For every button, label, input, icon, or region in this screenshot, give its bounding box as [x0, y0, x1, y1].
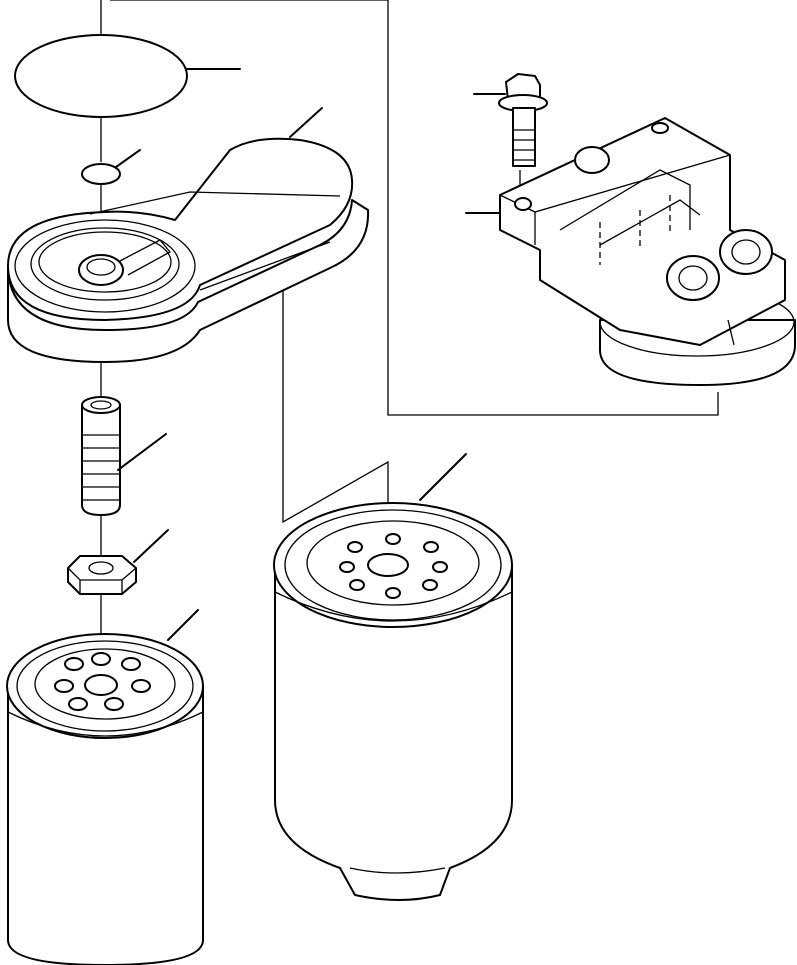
bracket-port-right [719, 229, 773, 275]
port-ring-middle [30, 227, 180, 301]
bolt-shank [512, 107, 536, 167]
nipple-threads [82, 434, 120, 501]
large-filter-plate [306, 520, 480, 606]
bracket-port-right-bore [731, 239, 761, 265]
large-filter-hole [385, 587, 401, 599]
small-filter-hole [104, 697, 124, 711]
threaded-nipple [81, 396, 167, 516]
small-filter-center-hole [84, 674, 118, 696]
small-filter-hole [91, 652, 111, 666]
large-filter-leader-line [419, 453, 467, 501]
small-filter-leader-line [167, 609, 199, 641]
nut-body [67, 555, 137, 595]
small-filter [6, 609, 204, 965]
filter-head-adapter [7, 107, 370, 363]
bolt-threads [514, 129, 534, 161]
bracket-rib-2 [599, 199, 701, 246]
nut-bore [88, 561, 114, 575]
large-filter-hole [422, 579, 438, 591]
filter-head-base [7, 199, 370, 363]
o-ring-leader-line [115, 149, 141, 168]
small-filter-hole [64, 657, 84, 671]
bracket-hidden-lines [599, 195, 671, 265]
large-filter-can [274, 564, 513, 901]
small-filter-hole [121, 657, 141, 671]
head-leader-line [289, 107, 323, 138]
center-bore [86, 258, 116, 276]
large-filter-hole [423, 541, 439, 553]
large-filter-rim [284, 509, 502, 621]
small-filter-hole [131, 679, 151, 693]
nipple-bore [90, 400, 112, 410]
bracket-port-left [666, 255, 720, 301]
o-ring [81, 149, 141, 185]
bracket-bolt-hole [514, 197, 532, 211]
head-top-edge [89, 191, 341, 215]
small-filter-rim [16, 640, 194, 732]
large-filter-hole [385, 533, 401, 545]
small-filter-hole [68, 697, 88, 711]
mounting-bolt [473, 73, 548, 167]
nipple-leader-line [117, 433, 167, 471]
large-filter-center-hole [367, 553, 409, 577]
gasket-seal [14, 34, 241, 118]
hex-nut [67, 529, 169, 595]
bracket-port-left-bore [678, 265, 708, 291]
small-filter-plate [34, 648, 176, 720]
gasket-outline [14, 34, 188, 118]
port-ring-outer [14, 219, 196, 313]
mounting-bracket [465, 117, 796, 386]
o-ring-outline [81, 163, 121, 185]
bracket-slot [727, 319, 735, 346]
nipple-top [81, 396, 121, 414]
bracket-plug [574, 146, 610, 174]
small-filter-hole [54, 679, 74, 693]
head-side-edge [199, 241, 331, 291]
small-filter-seam [7, 711, 204, 737]
large-filter-hole [339, 561, 355, 573]
large-filter-hole [349, 579, 365, 591]
large-filter-hole [432, 561, 448, 573]
bracket-assembly-line [110, 0, 719, 416]
flow-channel [117, 239, 172, 276]
nipple-body [81, 404, 121, 516]
bracket-top-hole [651, 122, 669, 134]
large-filter [273, 453, 513, 901]
small-filter-holes [54, 652, 151, 711]
port-ring-inner [38, 231, 172, 293]
nut-leader-line [133, 529, 169, 563]
large-filter-hole [347, 541, 363, 553]
nut-facets [67, 567, 137, 594]
large-filter-seam [274, 591, 513, 622]
large-filter-bottom-seam [349, 867, 446, 874]
large-filter-holes [339, 533, 448, 599]
